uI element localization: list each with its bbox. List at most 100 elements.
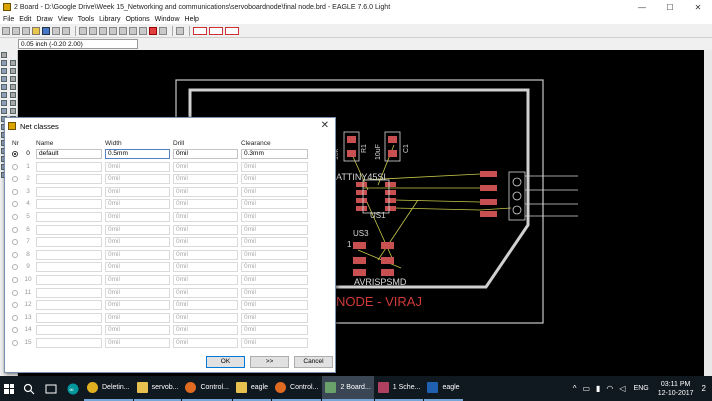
pcb-quote-icon[interactable] [209,26,223,35]
drill-field[interactable]: 0mil [173,338,238,348]
design-link-icon[interactable] [193,26,207,35]
drill-field[interactable]: 0mil [173,249,238,260]
drill-field[interactable]: 0mil [173,149,238,159]
delete-tool-icon[interactable] [10,92,16,98]
zoom-select-icon[interactable] [119,26,127,35]
mark-tool-icon[interactable] [1,68,7,74]
go-icon[interactable] [159,26,167,35]
taskbar-task[interactable]: Deletin... [84,376,133,401]
row-select-radio[interactable] [12,251,18,258]
drill-field[interactable]: 0mil [173,312,238,323]
print-icon[interactable] [22,26,30,35]
clearance-field[interactable]: 0mil [241,300,308,311]
minimize-button[interactable]: — [638,2,646,12]
menu-draw[interactable]: Draw [36,15,53,23]
drill-field[interactable]: 0mil [173,212,238,222]
info-tool-icon[interactable] [1,52,7,58]
name-field[interactable] [36,249,102,260]
name-field[interactable] [36,300,102,311]
task-view-icon[interactable] [40,376,62,401]
menu-view[interactable]: View [57,15,73,23]
paste-icon[interactable] [62,26,70,35]
width-field[interactable]: 0mil [105,312,170,323]
menu-library[interactable]: Library [99,15,121,23]
clearance-field[interactable]: 0mil [241,199,308,210]
menu-options[interactable]: Options [125,15,150,23]
add-tool-icon[interactable] [1,100,7,106]
display-tool-icon[interactable] [10,60,16,66]
vertical-scrollbar[interactable] [704,50,712,376]
taskbar-task[interactable]: 2 Board... [322,376,374,401]
volume-icon[interactable]: ◁ [619,384,626,393]
show-hidden-icons[interactable]: ^ [572,384,577,393]
clearance-field[interactable]: 0mil [241,161,308,172]
clearance-field[interactable]: 0mil [241,275,308,285]
menu-file[interactable]: File [3,15,15,23]
taskbar-task[interactable]: Control... [182,376,232,401]
row-select-radio[interactable] [12,314,18,321]
battery-icon[interactable]: ▮ [596,384,601,393]
width-field[interactable]: 0mil [105,300,170,311]
name-field[interactable] [36,287,102,298]
switch-to-schematic-icon[interactable] [42,26,50,35]
clearance-field[interactable]: 0mil [241,174,308,185]
save-icon[interactable] [12,26,20,35]
redraw-icon[interactable] [109,26,117,35]
width-field[interactable]: 0mil [105,287,170,298]
cancel-button[interactable]: Cancel [294,356,333,368]
drill-field[interactable]: 0mil [173,300,238,311]
drill-field[interactable]: 0mil [173,275,238,285]
clearance-field[interactable]: 0.3mm [241,149,308,159]
zoom-fit-icon[interactable] [79,26,87,35]
width-field[interactable]: 0mil [105,249,170,260]
name-field[interactable] [36,199,102,210]
width-field[interactable]: 0mil [105,325,170,336]
name-field[interactable] [36,338,102,348]
row-select-radio[interactable] [12,201,18,208]
dialog-close-button[interactable]: ✕ [320,120,329,131]
row-select-radio[interactable] [12,188,18,195]
drill-field[interactable]: 0mil [173,237,238,248]
clearance-field[interactable]: 0mil [241,312,308,323]
name-field[interactable] [36,237,102,248]
mirror-tool-icon[interactable] [10,76,16,82]
taskbar-task[interactable]: eagle [424,376,463,401]
clearance-field[interactable]: 0mil [241,338,308,348]
row-select-radio[interactable] [12,289,18,296]
taskbar-task[interactable]: Control... [272,376,322,401]
row-select-radio[interactable] [12,163,18,170]
zoom-out-icon[interactable] [99,26,107,35]
show-tool-icon[interactable] [1,60,7,66]
drill-field[interactable]: 0mil [173,287,238,298]
drill-field[interactable]: 0mil [173,174,238,185]
clearance-field[interactable]: 0mil [241,224,308,235]
width-field[interactable]: 0mil [105,338,170,348]
name-field[interactable] [36,325,102,336]
close-button[interactable]: ✕ [694,2,702,12]
row-select-radio[interactable] [12,264,18,271]
taskbar-task[interactable]: eagle [232,376,272,401]
clock[interactable]: 03:11 PM 12-10-2017 [658,380,694,398]
menu-edit[interactable]: Edit [19,15,32,23]
drill-field[interactable]: 0mil [173,161,238,172]
clearance-field[interactable]: 0mil [241,249,308,260]
open-icon[interactable] [2,26,10,35]
name-field[interactable]: default [36,149,102,159]
stop-icon[interactable] [149,26,157,35]
menu-window[interactable]: Window [154,15,180,23]
width-field[interactable]: 0mil [105,224,170,235]
split-tool-icon[interactable] [10,108,16,114]
clearance-field[interactable]: 0mil [241,262,308,273]
redo-icon[interactable] [139,26,147,35]
name-field[interactable] [36,186,102,197]
width-field[interactable]: 0mil [105,199,170,210]
clearance-field[interactable]: 0mil [241,212,308,222]
row-select-radio[interactable] [12,327,18,334]
drill-field[interactable]: 0mil [173,186,238,197]
cam-processor-icon[interactable] [32,26,40,35]
menu-tools[interactable]: Tools [77,15,95,23]
undo-icon[interactable] [129,26,137,35]
row-select-radio[interactable] [12,214,18,220]
row-select-radio[interactable] [12,239,18,246]
drill-field[interactable]: 0mil [173,262,238,273]
